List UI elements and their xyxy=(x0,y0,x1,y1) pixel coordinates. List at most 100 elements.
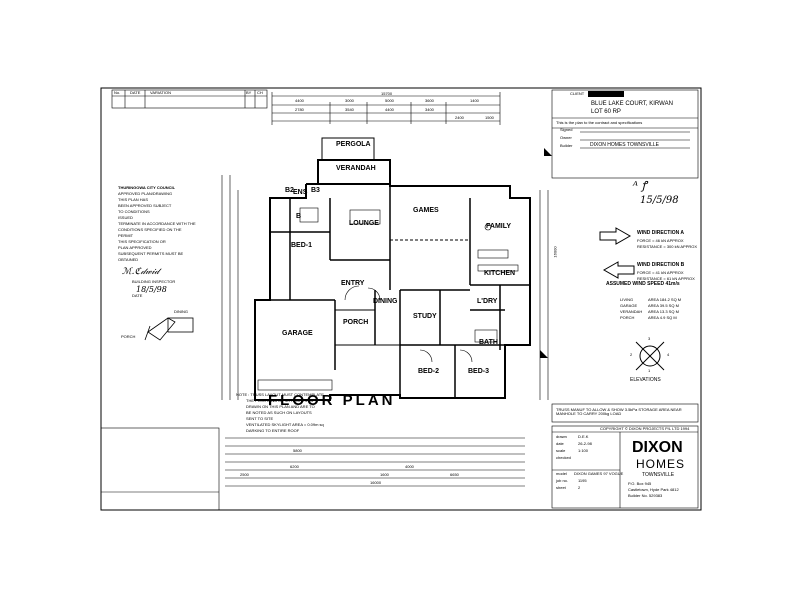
builder-number: Builder No. 529383 xyxy=(628,493,663,498)
area-living-label: LIVING xyxy=(620,297,634,302)
top-dim-1: 3000 xyxy=(345,98,354,103)
stamp-line-1: THURINGOWA CITY COUNCIL xyxy=(118,185,176,190)
bottom-dim-2: 5800 xyxy=(293,448,302,453)
top-dim-2: 5000 xyxy=(385,98,394,103)
checked-label: checked xyxy=(556,455,571,460)
overall-dim-bottom: 16000 xyxy=(370,480,382,485)
stamp-line-11: PLAN APPROVED xyxy=(118,245,152,250)
room-ensuite: ENS xyxy=(293,189,308,196)
client-address: BLUE LAKE COURT, KIRWAN xyxy=(591,101,673,107)
wind-b-resistance: RESISTANCE = 61 kN APPROX xyxy=(637,276,695,281)
plan-details xyxy=(221,175,549,487)
revision-by-header: BY xyxy=(246,90,252,95)
model-value: DIXON GAMES 97 VOGUE xyxy=(574,471,624,476)
sheet-label: sheet xyxy=(556,485,566,490)
date-label: date xyxy=(556,441,564,446)
inset-dining-porch-sketch xyxy=(144,317,194,341)
top-dim-7: 4400 xyxy=(385,107,394,112)
section-markers xyxy=(540,148,552,358)
room-lounge: LOUNGE xyxy=(349,220,379,227)
scale-value: 1:100 xyxy=(578,448,589,453)
top-dim-4: 1400 xyxy=(470,98,479,103)
logo-address-2: Castletown, Hyde Park 4812 xyxy=(628,487,679,492)
revision-no-header: No. xyxy=(114,90,121,95)
stamp-line-6: ISSUED xyxy=(118,215,133,220)
stamp-line-2: APPROVED PLAN/DRAWING xyxy=(118,191,173,196)
note-line-4: BE NOTED AS SUCH ON LAYOUTS xyxy=(246,410,312,415)
drawn-value: D.E.K xyxy=(578,434,589,439)
area-porch-value: AREA 4.9 SQ M xyxy=(648,315,677,320)
floor-plan-title-text: FLOOR PLAN xyxy=(268,392,396,409)
top-dim-5: 2780 xyxy=(295,107,304,112)
top-dim-6: 3540 xyxy=(345,107,354,112)
top-dim-8: 3400 xyxy=(425,107,434,112)
room-bed-3: BED-3 xyxy=(468,368,490,375)
room-entry: ENTRY xyxy=(341,280,365,287)
stamp-date-value: 18/5/98 xyxy=(136,285,167,294)
note-line-6: VENTILATED SKYLIGHT AREA = 0.09m sq xyxy=(246,422,324,427)
overall-dim-top: 15700 xyxy=(381,91,393,96)
top-dim-3: 3600 xyxy=(425,98,434,103)
wind-arrows xyxy=(599,227,635,279)
room-b: B xyxy=(296,213,302,220)
room-family: FAMILY xyxy=(486,223,512,230)
inset-dining-label: DINING xyxy=(174,309,188,314)
logo-homes: HOMES xyxy=(636,457,686,471)
bottom-dim-4: 1600 xyxy=(380,472,389,477)
area-living-value: AREA 184.2 SQ M xyxy=(648,297,682,302)
elevations-symbol xyxy=(635,341,665,371)
note-line-3: DRAWN ON THIS PLAN AND ARE TO xyxy=(246,404,315,409)
bottom-dim-3: 2500 xyxy=(240,472,249,477)
room-kitchen: KITCHEN xyxy=(484,270,516,277)
stamp-line-8: CONDITIONS SPECIFIED ON THE xyxy=(118,227,182,232)
room-verandah: VERANDAH xyxy=(336,165,376,172)
room-porch: PORCH xyxy=(343,319,369,326)
inspector-signature: ℳ.ℭ𝒹𝓌𝒾𝒹 xyxy=(122,267,160,277)
note-line-5: SENT TO SITE xyxy=(246,416,274,421)
signature-date: 15/5/98 xyxy=(640,195,679,206)
room-garage: GARAGE xyxy=(282,330,313,337)
redacted-client-name xyxy=(588,91,624,97)
logo-address-1: P.O. Box 945 xyxy=(628,481,652,486)
room-games: GAMES xyxy=(413,207,439,214)
area-verandah-value: AREA 13.3 SQ M xyxy=(648,309,679,314)
area-porch-label: PORCH xyxy=(620,315,635,320)
date-value: 26-2-98 xyxy=(578,441,592,446)
elevation-mark-3: 3 xyxy=(648,336,651,341)
council-approval-stamp: THURINGOWA CITY COUNCIL APPROVED PLAN/DR… xyxy=(118,186,196,298)
elevation-mark-2: 2 xyxy=(630,352,633,357)
stamp-line-13: OBTAINED xyxy=(118,257,139,262)
stamp-line-3: THIS PLAN HAS xyxy=(118,197,149,202)
note-line-2: THE POSITIONS OF SKYLIGHTS AS xyxy=(246,398,314,403)
model-label: model xyxy=(556,471,567,476)
top-dim-9: 2400 xyxy=(455,115,464,120)
scale-label: scale xyxy=(556,448,566,453)
room-study: STUDY xyxy=(413,313,437,320)
stamp-line-12: SUBSEQUENT PERMITS MUST BE xyxy=(118,251,184,256)
inset-porch-label: PORCH xyxy=(121,334,136,339)
room-laundry: L'DRY xyxy=(477,298,498,305)
revision-table-lines xyxy=(111,89,268,109)
area-garage-label: GARAGE xyxy=(620,303,638,308)
room-bath: BATH xyxy=(479,339,498,346)
note-line-7: DARKING TO ENTIRE ROOF xyxy=(246,428,300,433)
overall-dim-right: 16000 xyxy=(552,246,558,258)
top-dim-10: 1500 xyxy=(485,115,494,120)
room-bed-2: BED-2 xyxy=(418,368,440,375)
client-builder-value: DIXON HOMES TOWNSVILLE xyxy=(590,142,659,148)
sheet-value: 2 xyxy=(578,485,581,490)
job-value: 1195 xyxy=(578,478,587,483)
elevations-label: ELEVATIONS xyxy=(630,377,661,383)
room-dining: DINING xyxy=(373,298,398,305)
top-dim-0: 4400 xyxy=(295,98,304,103)
elevation-mark-4: 4 xyxy=(667,352,670,357)
elevation-mark-1: 1 xyxy=(648,368,651,373)
drawn-label: drawn xyxy=(556,434,567,439)
handwritten-signature: ᴬ ꝭ xyxy=(633,179,647,192)
revision-ch-header: CH xyxy=(257,90,263,95)
stamp-line-9: PERMIT xyxy=(118,233,134,238)
revision-date-header: DATE xyxy=(130,90,141,95)
truss-storage-note: TRUSS MANUF TO ALLOW & SHOW 3.5kPa STORA… xyxy=(556,407,682,416)
client-lot: LOT 60 RP xyxy=(591,109,621,115)
